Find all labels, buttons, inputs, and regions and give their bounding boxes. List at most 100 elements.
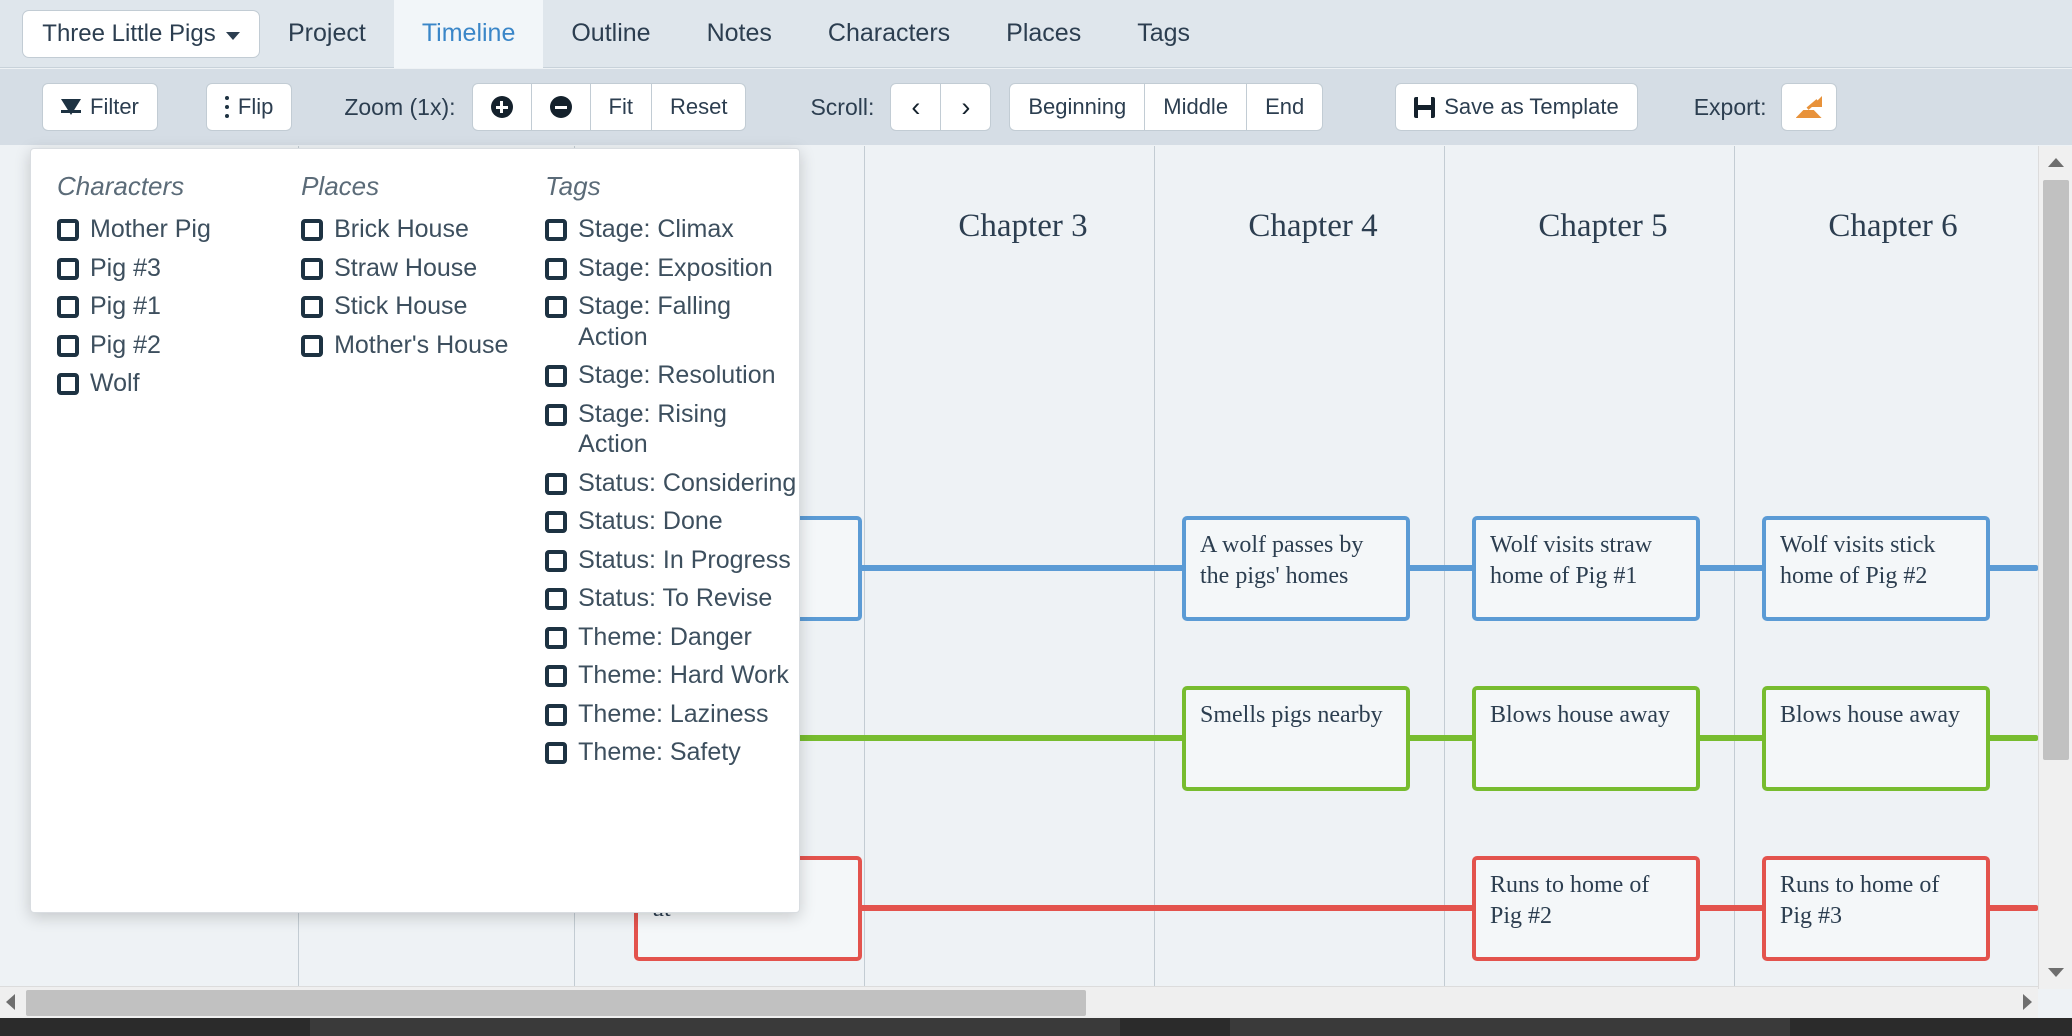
- horizontal-scrollbar[interactable]: [0, 986, 2038, 1018]
- checkbox-icon[interactable]: [57, 334, 79, 357]
- scroll-next-button[interactable]: ›: [941, 83, 992, 131]
- filter-option-tags[interactable]: Status: Considering: [545, 468, 799, 499]
- scroll-up-arrow-icon[interactable]: [2048, 158, 2064, 167]
- vertical-scrollbar-thumb[interactable]: [2043, 180, 2069, 760]
- filter-option-characters[interactable]: Pig #3: [57, 253, 301, 284]
- filter-option-characters[interactable]: Mother Pig: [57, 214, 301, 245]
- timeline-connector-track: [298, 735, 2038, 741]
- filter-option-tags[interactable]: Status: Done: [545, 506, 799, 537]
- export-button[interactable]: [1780, 83, 1837, 131]
- filter-option-tags[interactable]: Status: In Progress: [545, 545, 799, 576]
- nav-tab-list: Project Timeline Outline Notes Characters Pla…: [260, 0, 1218, 68]
- scroll-end-button[interactable]: End: [1247, 83, 1324, 131]
- nav-tab-timeline[interactable]: Timeline: [393, 0, 544, 68]
- scroll-left-arrow-icon[interactable]: [6, 994, 15, 1010]
- checkbox-icon[interactable]: [545, 403, 568, 426]
- zoom-in-button[interactable]: [471, 83, 532, 131]
- checkbox-icon[interactable]: [545, 626, 568, 649]
- checkbox-icon[interactable]: [545, 511, 568, 533]
- chapter-header[interactable]: Chapter 6: [1828, 208, 1958, 244]
- filter-option-label: Stage: Exposition: [578, 253, 773, 282]
- checkbox-icon[interactable]: [545, 472, 568, 495]
- flip-button[interactable]: Flip: [205, 83, 293, 131]
- checkbox-icon[interactable]: [545, 549, 568, 572]
- checkbox-icon[interactable]: [545, 296, 568, 318]
- timeline-card[interactable]: Runs to home of Pig #3: [1762, 856, 1990, 961]
- checkbox-icon[interactable]: [57, 373, 79, 395]
- checkbox-icon[interactable]: [545, 588, 568, 610]
- checkbox-icon[interactable]: [545, 703, 568, 726]
- checkbox-icon[interactable]: [545, 665, 568, 687]
- timeline-card[interactable]: Smells pigs nearby: [1182, 686, 1410, 791]
- filter-option-places[interactable]: Brick House: [301, 214, 545, 245]
- filter-option-tags[interactable]: Status: To Revise: [545, 583, 799, 614]
- chevron-left-icon: ‹: [911, 91, 921, 122]
- checkbox-icon[interactable]: [545, 365, 568, 387]
- checkbox-icon[interactable]: [57, 219, 79, 241]
- zoom-fit-label: Fit: [608, 94, 633, 119]
- filter-option-tags[interactable]: Stage: Falling Action: [545, 291, 799, 352]
- checkbox-icon[interactable]: [301, 257, 324, 280]
- scroll-beginning-button[interactable]: Beginning: [1009, 83, 1146, 131]
- timeline-card[interactable]: Blows house away: [1762, 686, 1990, 791]
- filter-option-tags[interactable]: Stage: Exposition: [545, 253, 799, 284]
- checkbox-icon[interactable]: [545, 219, 568, 241]
- checkbox-icon[interactable]: [545, 742, 568, 764]
- save-as-template-button[interactable]: Save as Template: [1395, 83, 1638, 131]
- scroll-right-arrow-icon[interactable]: [2023, 994, 2032, 1010]
- checkbox-icon[interactable]: [545, 257, 568, 280]
- zoom-fit-button[interactable]: Fit: [590, 83, 652, 131]
- filter-option-tags[interactable]: Stage: Resolution: [545, 360, 799, 391]
- vertical-scrollbar[interactable]: [2038, 146, 2072, 989]
- export-label: Export:: [1693, 93, 1767, 120]
- checkbox-icon[interactable]: [57, 296, 79, 318]
- project-selector-button[interactable]: Three Little Pigs: [22, 9, 260, 58]
- nav-tab-characters[interactable]: Characters: [827, 19, 951, 47]
- filter-option-tags[interactable]: Theme: Safety: [545, 737, 799, 768]
- plus-circle-icon: [490, 96, 513, 118]
- scroll-down-arrow-icon[interactable]: [2048, 968, 2064, 977]
- filter-option-characters[interactable]: Pig #2: [57, 330, 301, 361]
- timeline-card[interactable]: A wolf passes by the pigs' homes: [1182, 516, 1410, 621]
- zoom-out-button[interactable]: [531, 83, 591, 131]
- checkbox-icon[interactable]: [301, 296, 324, 318]
- scroll-middle-button[interactable]: Middle: [1145, 83, 1248, 131]
- nav-tab-notes[interactable]: Notes: [706, 19, 772, 47]
- chapter-header[interactable]: Chapter 4: [1248, 208, 1378, 244]
- timeline-card[interactable]: Runs to home of Pig #2: [1472, 856, 1700, 961]
- filter-button[interactable]: Filter: [42, 83, 158, 131]
- timeline-card[interactable]: Wolf visits stick home of Pig #2: [1762, 516, 1990, 621]
- chapter-header[interactable]: Chapter 3: [958, 208, 1088, 244]
- filter-option-characters[interactable]: Pig #1: [57, 291, 301, 322]
- checkbox-icon[interactable]: [301, 334, 324, 357]
- nav-tab-tags[interactable]: Tags: [1137, 19, 1191, 47]
- zoom-reset-button[interactable]: Reset: [651, 83, 747, 131]
- filter-option-label: Stage: Climax: [578, 215, 734, 243]
- filter-option-tags[interactable]: Stage: Climax: [545, 214, 799, 245]
- filter-option-tags[interactable]: Theme: Laziness: [545, 699, 799, 730]
- checkbox-icon[interactable]: [301, 219, 324, 241]
- timeline-card[interactable]: Blows house away: [1472, 686, 1700, 791]
- nav-tab-outline[interactable]: Outline: [571, 19, 651, 47]
- filter-option-tags[interactable]: Theme: Hard Work: [545, 660, 799, 691]
- nav-tab-project[interactable]: Project: [288, 19, 366, 47]
- filter-option-places[interactable]: Mother's House: [301, 330, 545, 361]
- filter-option-tags[interactable]: Theme: Danger: [545, 622, 799, 653]
- scroll-prev-button[interactable]: ‹: [890, 83, 942, 131]
- save-as-template-label: Save as Template: [1444, 94, 1619, 119]
- filter-option-characters[interactable]: Wolf: [57, 368, 301, 399]
- filter-option-tags[interactable]: Stage: Rising Action: [545, 399, 799, 460]
- filter-option-places[interactable]: Straw House: [301, 253, 545, 284]
- filter-option-places[interactable]: Stick House: [301, 291, 545, 322]
- filter-option-label: Status: To Revise: [578, 584, 773, 612]
- nav-tab-places[interactable]: Places: [1006, 19, 1082, 47]
- filter-option-label: Status: In Progress: [578, 545, 791, 574]
- scroll-beginning-label: Beginning: [1028, 94, 1127, 119]
- checkbox-icon[interactable]: [57, 257, 79, 280]
- horizontal-scrollbar-thumb[interactable]: [26, 990, 1086, 1016]
- chapter-header[interactable]: Chapter 5: [1538, 208, 1668, 244]
- timeline-card[interactable]: Wolf visits straw home of Pig #1: [1472, 516, 1700, 621]
- filter-option-label: Stage: Resolution: [578, 361, 776, 389]
